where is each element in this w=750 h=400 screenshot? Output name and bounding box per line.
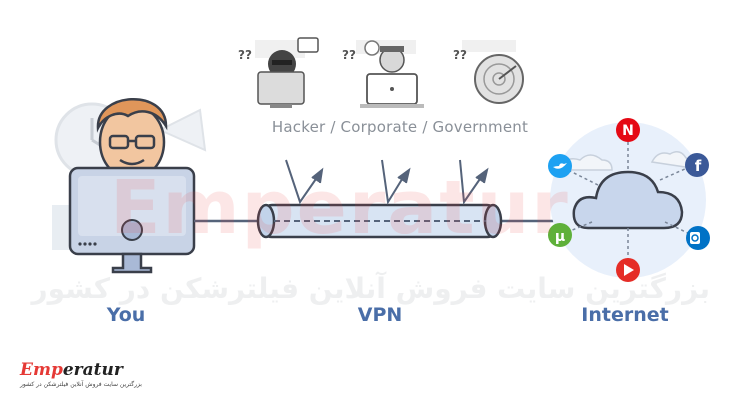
plant-pot-icon (52, 205, 74, 250)
youtube-icon (616, 258, 640, 282)
blocked-probes (285, 159, 489, 205)
monitor-icon (68, 166, 196, 274)
internet-cloud (550, 122, 706, 278)
label-you: You (106, 304, 146, 326)
watchers-caption: Hacker / Corporate / Government (271, 118, 529, 136)
brand-logo-em: Emp (20, 360, 63, 380)
svg-text:f: f (695, 157, 702, 175)
watermark-brand: Emperatur (110, 165, 570, 251)
user-scene (52, 97, 207, 274)
probe-arrow-icon (381, 159, 405, 205)
vpn-tunnel (256, 203, 503, 239)
svg-text:µ: µ (555, 229, 565, 245)
unknown-mark: ?? (238, 48, 252, 62)
brand-tagline: بزرگترین سایت فروش آنلاین فیلترشکن در کش… (20, 381, 142, 388)
outlook-icon (686, 226, 710, 250)
probe-arrow-icon (285, 159, 319, 205)
brand-logo-rest: eratur (62, 360, 123, 380)
watermark-tagline: بزرگترین سایت فروش آنلاین فیلترشکن در کش… (31, 272, 710, 305)
label-internet: Internet (581, 304, 669, 326)
facebook-icon: f (685, 153, 709, 177)
hacker-icon (255, 37, 319, 108)
svg-text:N: N (622, 123, 634, 139)
utorrent-icon: µ (548, 223, 572, 247)
lamp-icon (157, 108, 207, 152)
unknown-mark: ?? (453, 48, 467, 62)
probe-arrow-icon (459, 159, 483, 205)
brand-logo: Emperatur (20, 360, 123, 380)
label-vpn: VPN (357, 304, 403, 326)
person-avatar (96, 97, 168, 181)
netflix-icon: N (616, 118, 640, 142)
corporate-icon (356, 40, 424, 108)
twitter-icon (548, 154, 572, 178)
unknown-mark: ?? (342, 48, 356, 62)
radar-icon (462, 40, 524, 104)
